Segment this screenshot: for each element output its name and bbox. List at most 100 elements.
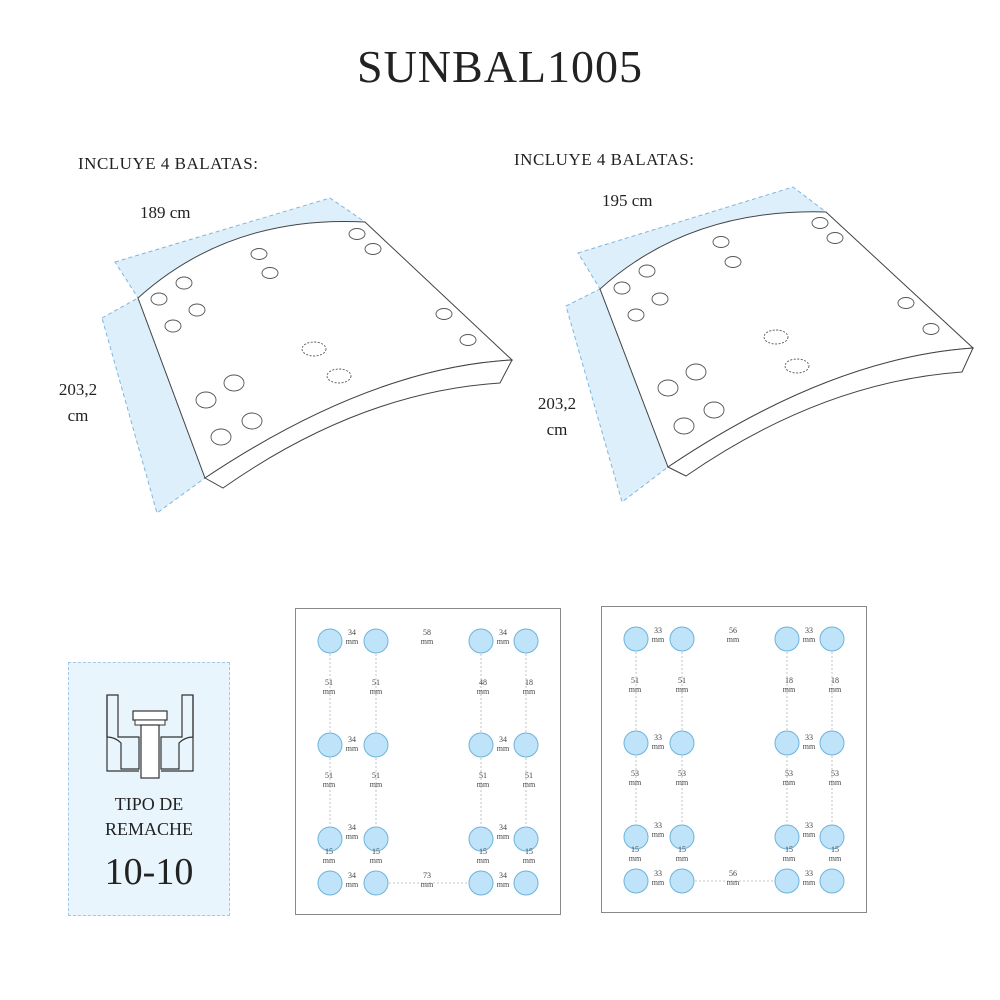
- spacing-unit: mm: [628, 778, 642, 787]
- spacing-value: 51: [479, 771, 487, 780]
- spacing-unit: mm: [522, 780, 536, 789]
- spacing-unit: mm: [476, 687, 490, 696]
- spacing-value: 34: [499, 871, 507, 880]
- spacing-value: 56: [729, 626, 737, 635]
- right-height-unit: cm: [546, 420, 568, 439]
- left-pad-holes: [150, 228, 477, 446]
- spacing-unit: mm: [802, 635, 816, 644]
- rivet-hole: [819, 626, 845, 652]
- rivet-hole: [669, 626, 695, 652]
- spacing-value: 53: [631, 769, 639, 778]
- spacing-unit: mm: [322, 687, 336, 696]
- rivet-hole: [669, 824, 695, 850]
- panel2-holes: [623, 626, 845, 894]
- rivet-hole: [317, 732, 343, 758]
- spacing-value: 51: [372, 771, 380, 780]
- spacing-unit: mm: [651, 635, 665, 644]
- spacing-unit: mm: [675, 778, 689, 787]
- right-height-label: 203,2 cm: [527, 391, 587, 443]
- spacing-value: 33: [654, 733, 662, 742]
- spacing-value: 51: [678, 676, 686, 685]
- spacing-unit: mm: [322, 856, 336, 865]
- spacing-value: 51: [631, 676, 639, 685]
- spacing-unit: mm: [675, 854, 689, 863]
- rivet-hole: [774, 626, 800, 652]
- spacing-value: 34: [499, 735, 507, 744]
- spacing-unit: mm: [476, 856, 490, 865]
- rivet-hole: [513, 870, 539, 896]
- rivet-hole: [623, 730, 649, 756]
- spacing-value: 18: [785, 676, 793, 685]
- spacing-unit: mm: [782, 854, 796, 863]
- left-pad-face: [137, 220, 514, 479]
- spacing-value: 53: [831, 769, 839, 778]
- rivet-hole: [774, 868, 800, 894]
- left-brake-pad: [101, 197, 514, 514]
- page-title: SUNBAL1005: [356, 41, 644, 92]
- rivet-hole: [468, 870, 494, 896]
- spacing-unit: mm: [345, 637, 359, 646]
- spacing-value: 15: [479, 847, 487, 856]
- rivet-hole: [513, 628, 539, 654]
- spacing-value: 33: [654, 626, 662, 635]
- spacing-unit: mm: [651, 742, 665, 751]
- spacing-unit: mm: [476, 780, 490, 789]
- spacing-unit: mm: [628, 685, 642, 694]
- right-pad-face: [599, 211, 975, 468]
- rivet-hole: [363, 826, 389, 852]
- spacing-value: 33: [805, 869, 813, 878]
- spacing-value: 18: [525, 678, 533, 687]
- rivet-hole: [669, 868, 695, 894]
- rivet-hole: [468, 628, 494, 654]
- rivet-hole: [317, 628, 343, 654]
- spacing-unit: mm: [726, 878, 740, 887]
- rivet-hole: [623, 868, 649, 894]
- rivet-hole: [468, 826, 494, 852]
- rivet-hole: [819, 730, 845, 756]
- rivet-hole: [317, 826, 343, 852]
- spacing-value: 34: [348, 871, 356, 880]
- spacing-value: 15: [678, 845, 686, 854]
- left-pad-front: [204, 359, 513, 489]
- rivet-hole: [317, 870, 343, 896]
- rivet-icon: [106, 694, 194, 779]
- rivet-hole: [623, 626, 649, 652]
- right-pad-holes: [613, 217, 940, 435]
- spacing-value: 34: [499, 628, 507, 637]
- spacing-value: 51: [525, 771, 533, 780]
- rivet-hole: [513, 826, 539, 852]
- spacing-unit: mm: [828, 854, 842, 863]
- rivet-hole: [774, 824, 800, 850]
- spacing-unit: mm: [369, 856, 383, 865]
- right-pad-front: [667, 347, 974, 477]
- panel1-holes: [317, 628, 539, 896]
- spacing-value: 58: [423, 628, 431, 637]
- spacing-value: 15: [785, 845, 793, 854]
- rivet-hole: [819, 868, 845, 894]
- spacing-value: 33: [654, 869, 662, 878]
